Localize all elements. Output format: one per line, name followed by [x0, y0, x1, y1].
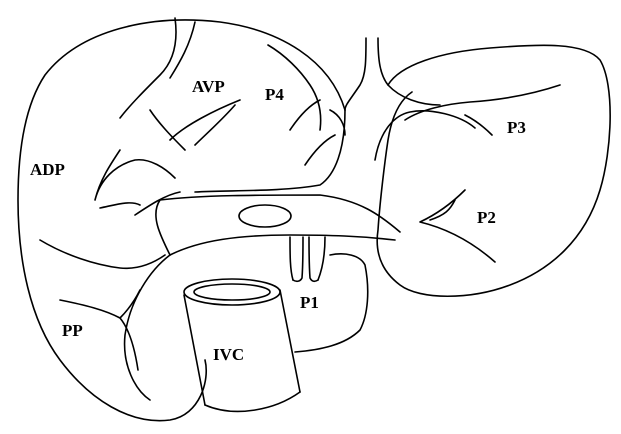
p4-vessel [268, 45, 345, 165]
ivc-right-wall [280, 290, 300, 392]
ivc-top-ellipse [184, 279, 280, 305]
p3-vessel [405, 85, 560, 135]
pp-vessel [40, 240, 165, 370]
falciform-left [345, 38, 366, 110]
ivc-bottom-curve [205, 392, 300, 411]
ivc-inner-ellipse [194, 284, 270, 300]
caudate-notch-right [309, 237, 318, 281]
label-adp: ADP [30, 160, 65, 179]
hilum-band-upper [160, 195, 400, 232]
right-lobe-outline [18, 20, 345, 421]
hilum-band-lower [170, 235, 395, 255]
left-lobe-outline [377, 45, 610, 296]
caudate-notch-left [293, 237, 303, 281]
posterior-curve [125, 255, 170, 400]
label-p1: P1 [300, 293, 319, 312]
ivc-left-wall [184, 295, 205, 405]
label-ivc: IVC [213, 345, 244, 364]
label-avp: AVP [192, 77, 225, 96]
label-p4: P4 [265, 85, 284, 104]
label-p3: P3 [507, 118, 526, 137]
label-p2: P2 [477, 208, 496, 227]
label-pp: PP [62, 321, 83, 340]
adp-vessel [95, 150, 180, 215]
left-lobe-inner-curve [375, 111, 475, 160]
hilum-left-connector [156, 200, 170, 255]
hilum-oval [239, 205, 291, 227]
